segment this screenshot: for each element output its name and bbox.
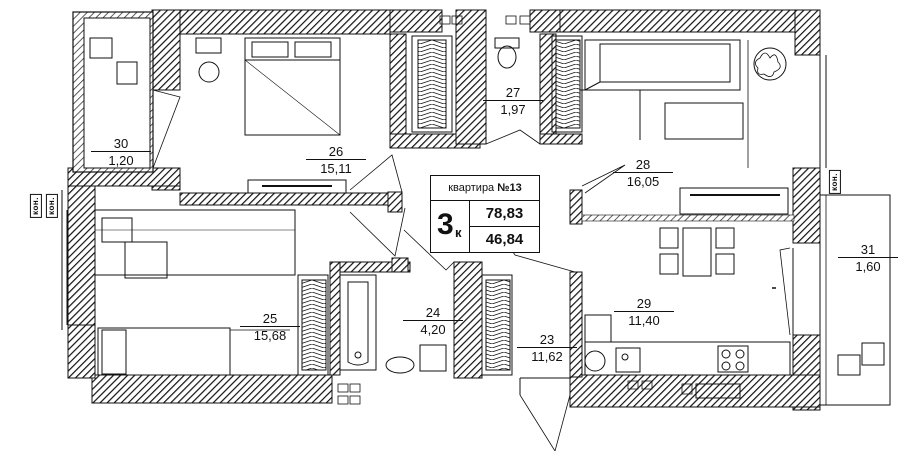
room-number: 30 [91, 136, 151, 152]
room-label-28: 28 16,05 [613, 157, 673, 189]
living-room-28 [580, 39, 789, 215]
room-area: 15,11 [320, 161, 352, 176]
wc-room-27 [485, 37, 541, 145]
total-area: 78,83 [470, 201, 539, 227]
riser-markers [337, 15, 693, 405]
zone-divider [581, 214, 795, 222]
room-area: 1,20 [108, 153, 134, 168]
room-label-25: 25 15,68 [240, 311, 300, 343]
left-window [61, 190, 95, 330]
room-number: 23 [517, 332, 577, 348]
conditioner-label-right: кон. [828, 170, 841, 194]
room-area: 4,20 [420, 322, 446, 337]
room-count: 3 [437, 208, 454, 241]
room-number: 29 [614, 296, 674, 312]
exterior-walls [67, 9, 821, 411]
room-number: 24 [403, 305, 463, 321]
room-number: 31 [838, 242, 898, 258]
apartment-number: №13 [497, 182, 522, 194]
apartment-title: квартира №13 [431, 176, 539, 201]
kitchen-room-29 [584, 227, 791, 399]
room-number: 27 [483, 85, 543, 101]
room-label-26: 26 15,11 [306, 144, 366, 176]
room-number: 26 [306, 144, 366, 160]
bed-room-26 [195, 37, 403, 194]
apartment-info-box: квартира №13 3 к 78,83 46,84 [430, 175, 540, 253]
room-label-29: 29 11,40 [614, 296, 674, 328]
balcony-30 [72, 11, 181, 173]
room-number: 25 [240, 311, 300, 327]
living-area: 46,84 [485, 231, 524, 248]
wardrobe-closet-hall [297, 274, 513, 376]
room-area: 11,62 [531, 349, 563, 364]
apartment-label: квартира [448, 182, 495, 194]
room-area: 16,05 [626, 174, 660, 189]
room-number: 28 [613, 157, 673, 173]
conditioner-label-left-2: кон. [45, 194, 58, 218]
wardrobe-closet-kitchen [551, 35, 583, 133]
room-label-24: 24 4,20 [403, 305, 463, 337]
room-area: 15,68 [253, 328, 287, 343]
bath-room-24 [339, 229, 455, 374]
room-label-27: 27 1,97 [483, 85, 543, 117]
room-label-30: 30 1,20 [91, 136, 151, 168]
room-label-31: 31 1,60 [838, 242, 898, 274]
bed-room-25 [66, 207, 406, 376]
room-count-cell: 3 к [431, 201, 470, 252]
balcony-31 [779, 55, 891, 406]
conditioner-label-left-1: кон. [29, 194, 42, 218]
room-count-suffix: к [455, 225, 462, 240]
room-area: 11,40 [628, 313, 660, 328]
room-label-23: 23 11,62 [517, 332, 577, 364]
room-area: 1,60 [855, 259, 881, 274]
room-area: 1,97 [500, 102, 526, 117]
wardrobe-closet-top [411, 35, 453, 133]
